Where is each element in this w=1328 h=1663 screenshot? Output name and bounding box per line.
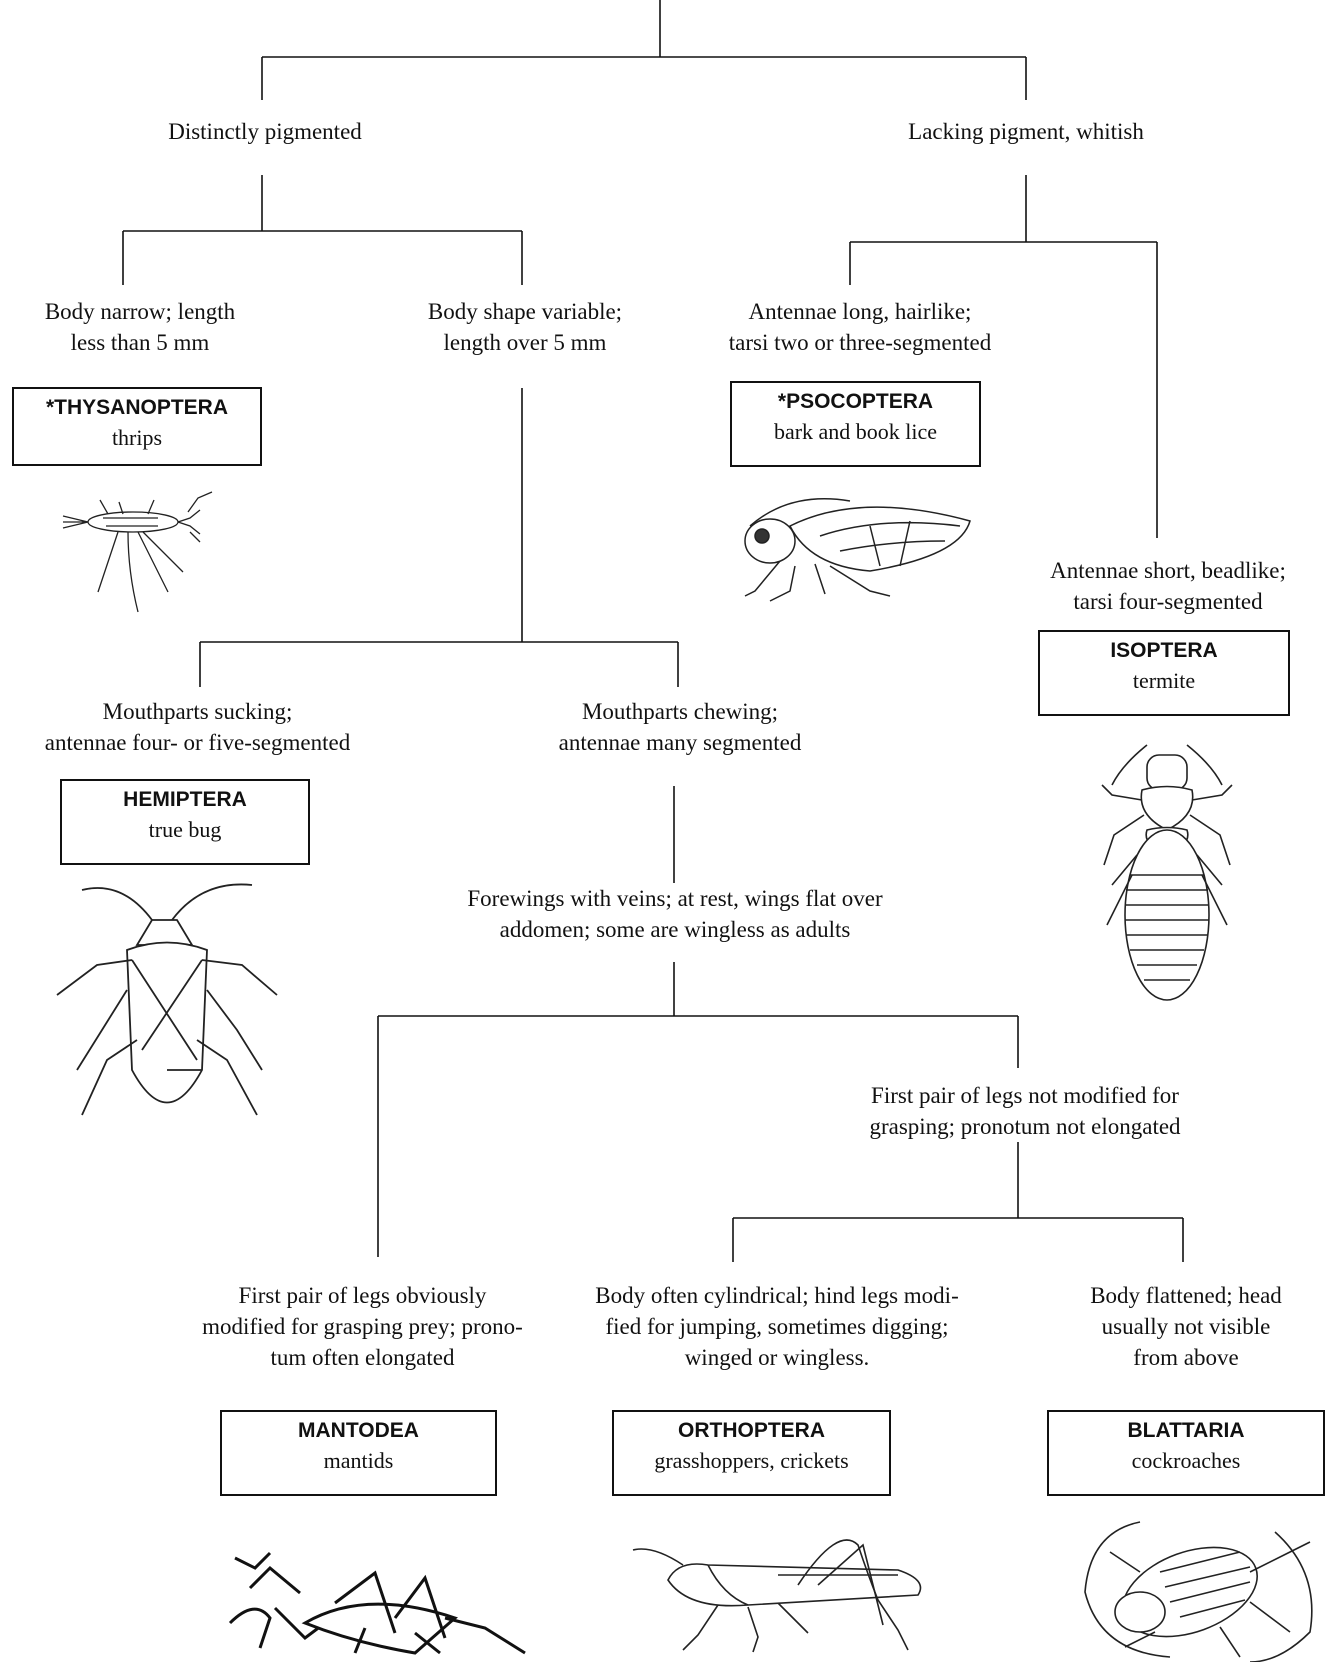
order-box-hemiptera: HEMIPTERA true bug — [60, 779, 310, 865]
order-box-isoptera: ISOPTERA termite — [1038, 630, 1290, 716]
order-common-name: mantids — [323, 1448, 394, 1473]
order-name: MANTODEA — [298, 1419, 419, 1442]
node-antennae-long: Antennae long, hairlike;tarsi two or thr… — [728, 299, 992, 355]
order-common-name: bark and book lice — [773, 419, 938, 444]
node-mouth-chewing: Mouthparts chewing;antennae many segment… — [558, 699, 802, 755]
grasshopper-icon — [632, 1539, 922, 1653]
order-box-thysanoptera: *THYSANOPTERA thrips — [12, 387, 262, 466]
order-box-orthoptera: ORTHOPTERA grasshoppers, crickets — [612, 1410, 891, 1496]
order-box-mantodea: MANTODEA mantids — [220, 1410, 497, 1496]
order-box-blattaria: BLATTARIA cockroaches — [1047, 1410, 1325, 1496]
true-bug-icon — [56, 883, 278, 1116]
node-pigmented: Distinctly pigmented — [168, 119, 362, 144]
order-name: *THYSANOPTERA — [45, 396, 229, 419]
order-common-name: cockroaches — [1131, 1448, 1241, 1473]
node-forewings: Forewings with veins; at rest, wings fla… — [467, 886, 883, 942]
node-lacking-pigment: Lacking pigment, whitish — [908, 119, 1144, 144]
thrips-icon — [62, 491, 213, 613]
order-name: BLATTARIA — [1127, 1419, 1245, 1442]
cockroach-icon — [1084, 1521, 1313, 1662]
order-box-psocoptera: *PSOCOPTERA bark and book lice — [730, 381, 981, 467]
order-name: ORTHOPTERA — [678, 1419, 825, 1442]
order-common-name: true bug — [148, 817, 222, 842]
node-antennae-short: Antennae short, beadlike;tarsi four-segm… — [1050, 558, 1286, 614]
order-name: ISOPTERA — [1110, 639, 1218, 662]
order-name: *PSOCOPTERA — [777, 390, 934, 413]
book-louse-icon — [744, 498, 971, 602]
termite-icon — [1101, 744, 1233, 1001]
node-body-cylindrical: Body often cylindrical; hind legs modi-f… — [595, 1283, 959, 1370]
mantid-icon — [228, 1551, 526, 1655]
order-common-name: grasshoppers, crickets — [654, 1448, 849, 1473]
order-name: HEMIPTERA — [123, 788, 247, 811]
node-body-variable: Body shape variable;length over 5 mm — [427, 299, 623, 355]
order-common-name: termite — [1132, 668, 1196, 693]
node-mouth-sucking: Mouthparts sucking;antennae four- or fiv… — [44, 699, 351, 755]
order-common-name: thrips — [111, 425, 163, 450]
